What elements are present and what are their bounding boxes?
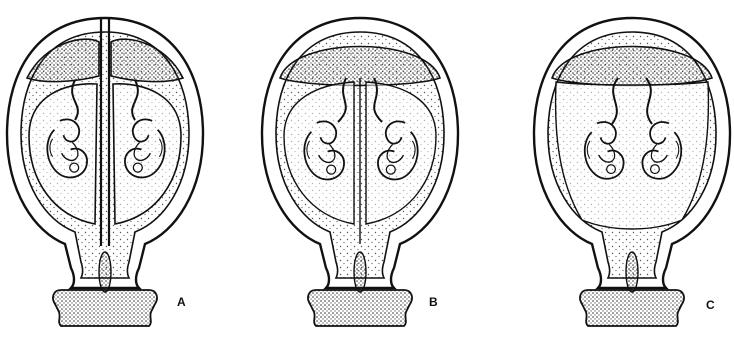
panel-c-diagram: [534, 18, 730, 326]
panel-a-diagram: [7, 18, 203, 326]
panel-c-label: C: [706, 298, 715, 312]
panel-a-label: A: [177, 295, 186, 309]
panel-b-diagram: [262, 18, 458, 326]
panel-b-label: B: [429, 295, 438, 309]
